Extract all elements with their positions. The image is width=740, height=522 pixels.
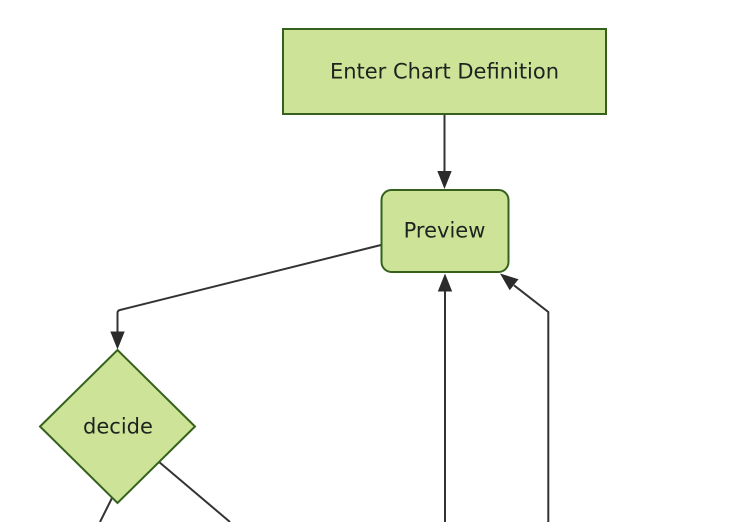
arrowhead-into-decide-top	[110, 331, 125, 350]
arrowhead-into-preview-top	[437, 171, 452, 189]
node-enter-chart-definition-shape	[282, 28, 607, 115]
edge-offscreen-to-preview-corner	[513, 284, 550, 522]
arrowhead-into-preview-bottom	[437, 273, 453, 292]
edge-decide-to-offscreen-left	[99, 496, 114, 522]
edge-preview-to-decide	[116, 244, 382, 334]
edge-decide-to-offscreen-right	[157, 460, 231, 522]
node-decide-shape	[38, 348, 197, 505]
node-preview-shape	[380, 189, 510, 273]
arrowhead-into-preview-corner	[500, 273, 519, 291]
